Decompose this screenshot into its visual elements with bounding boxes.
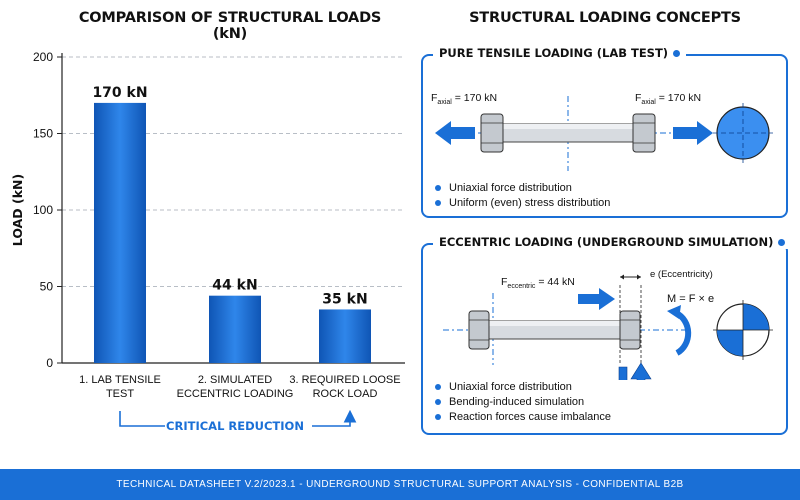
reaction-down-arrow-icon xyxy=(618,366,628,380)
eccentric-panel-title: ECCENTRIC LOADING (UNDERGROUND SIMULATIO… xyxy=(439,235,774,249)
y-axis-label: LOAD (kN) xyxy=(10,174,25,246)
tensile-panel-title: PURE TENSILE LOADING (LAB TEST) xyxy=(439,46,669,60)
y-tick-label: 200 xyxy=(33,50,53,64)
tensile-loading-panel: PURE TENSILE LOADING (LAB TEST) Faxial =… xyxy=(421,46,788,218)
bracket-line-left xyxy=(119,411,165,427)
bar-1 xyxy=(94,102,146,364)
list-item: Uniaxial force distribution xyxy=(435,379,611,394)
chart-title: COMPARISON OF STRUCTURAL LOADS (kN) xyxy=(78,10,382,42)
y-tick-label: 0 xyxy=(46,356,53,370)
axial-force-right-label: Faxial = 170 kN xyxy=(635,92,702,107)
y-tick-label: 100 xyxy=(33,203,53,217)
tensile-bullets: Uniaxial force distribution Uniform (eve… xyxy=(435,180,610,210)
bolt-head-left xyxy=(468,310,490,350)
y-tick-label: 50 xyxy=(40,280,54,294)
concepts-title: STRUCTURAL LOADING CONCEPTS xyxy=(469,10,741,26)
bar-2 xyxy=(209,295,261,363)
category-label: ECCENTRIC LOADING xyxy=(177,388,294,400)
data-label: 35 kN xyxy=(322,291,367,307)
y-tick-label: 150 xyxy=(33,127,53,141)
bolt-nut-right xyxy=(632,113,656,153)
critical-reduction-annotation: CRITICAL REDUCTION xyxy=(166,419,304,433)
right-force-arrow-icon xyxy=(673,121,713,145)
category-label: 1. LAB TENSILE xyxy=(79,374,161,386)
eccentric-bolt-diagram xyxy=(443,274,773,380)
moment-arrow-icon xyxy=(674,310,692,356)
eccentric-force-label: Feccentric = 44 kN xyxy=(501,276,575,291)
eccentric-panel-header: ECCENTRIC LOADING (UNDERGROUND SIMULATIO… xyxy=(433,235,792,249)
eccentric-loading-panel: ECCENTRIC LOADING (UNDERGROUND SIMULATIO… xyxy=(421,235,792,435)
moment-formula: M = F × e xyxy=(667,293,715,305)
category-label: TEST xyxy=(106,388,134,400)
bolt-head-left xyxy=(480,113,504,153)
data-label: 170 kN xyxy=(92,85,147,101)
header-dot-icon xyxy=(778,238,786,246)
list-item: Reaction forces cause imbalance xyxy=(435,409,611,424)
footer-banner: TECHNICAL DATASHEET V.2/2023.1 - UNDERGR… xyxy=(0,469,800,500)
bar-3 xyxy=(319,309,371,363)
list-item: Uniaxial force distribution xyxy=(435,180,610,195)
data-label: 44 kN xyxy=(212,278,257,294)
eccentric-force-arrow-icon xyxy=(578,288,615,310)
left-force-arrow-icon xyxy=(435,121,475,145)
reaction-up-arrow-icon xyxy=(630,362,652,380)
bracket-arrow-right xyxy=(312,409,357,427)
category-label: 3. REQUIRED LOOSE xyxy=(289,374,400,386)
header-dot-icon xyxy=(673,49,681,57)
axial-force-left-label: Faxial = 170 kN xyxy=(431,92,498,107)
bolt-nut-right xyxy=(619,310,641,350)
tensile-panel-header: PURE TENSILE LOADING (LAB TEST) xyxy=(433,46,687,60)
eccentricity-label: e (Eccentricity) xyxy=(650,269,713,280)
tensile-bolt-diagram xyxy=(435,96,773,171)
list-item: Bending-induced simulation xyxy=(435,394,611,409)
eccentric-bullets: Uniaxial force distribution Bending-indu… xyxy=(435,379,611,424)
category-label: ROCK LOAD xyxy=(313,388,378,400)
category-label: 2. SIMULATED xyxy=(198,374,272,386)
list-item: Uniform (even) stress distribution xyxy=(435,195,610,210)
